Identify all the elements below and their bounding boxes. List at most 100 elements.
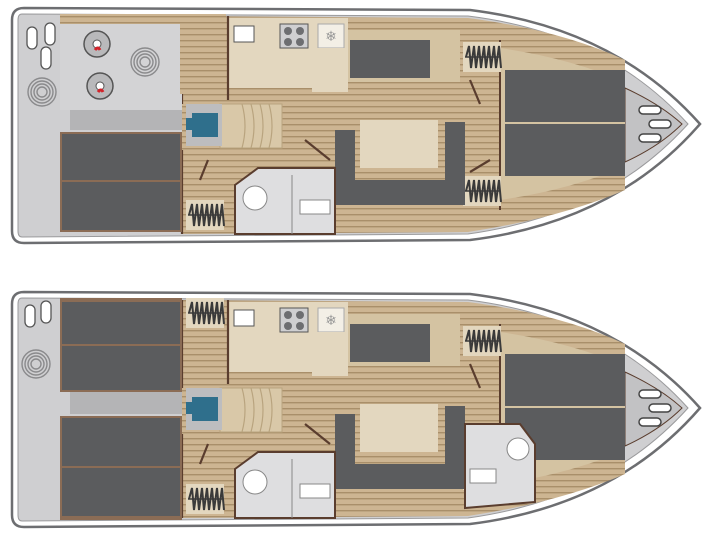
washbasin-icon <box>299 199 331 215</box>
forward-berth-starboard <box>505 124 625 176</box>
winch-ring <box>33 83 51 101</box>
burner <box>296 311 304 319</box>
cockpit-seat <box>180 14 226 94</box>
burner <box>296 27 304 35</box>
winch-ring <box>30 358 42 370</box>
saloon-table <box>360 120 438 168</box>
hanging-locker-icon <box>186 484 225 514</box>
forward-head <box>464 423 536 510</box>
hatch-icon <box>648 403 672 413</box>
winch-ring <box>27 77 57 107</box>
aft-corridor <box>70 108 182 130</box>
snowflake-glyph: ❄ <box>325 313 337 329</box>
stair-step <box>241 387 246 433</box>
aft-berth-port-2 <box>62 346 180 390</box>
fridge-icon: ❄ <box>317 23 345 49</box>
saloon-settee <box>335 122 465 205</box>
hanger-lines <box>465 329 502 353</box>
winch-ring <box>130 47 160 77</box>
winch-icon <box>130 47 160 77</box>
cockpit <box>60 14 182 110</box>
settee-port <box>350 324 430 362</box>
hanging-locker-icon <box>463 42 502 72</box>
winch-ring <box>139 56 151 68</box>
engine-mount <box>186 118 192 130</box>
toilet-bowl <box>242 185 268 211</box>
aft-corridor <box>70 392 182 414</box>
stair-step <box>259 387 264 433</box>
companionway-stairs <box>219 387 283 433</box>
hanging-locker-icon <box>463 176 502 206</box>
helm-wheel-icon <box>86 72 114 100</box>
winch-ring <box>136 53 154 71</box>
sink-icon <box>233 309 255 327</box>
stove <box>279 307 309 333</box>
stove <box>279 23 309 49</box>
stove-icon <box>279 23 309 49</box>
hatch-icon <box>648 119 672 129</box>
bulkhead <box>304 423 331 445</box>
hanger-lines <box>465 45 502 69</box>
deck-plan-2: ❄ <box>10 290 702 529</box>
washbasin-icon <box>299 483 331 499</box>
winch-ring <box>30 80 54 104</box>
sink-icon <box>233 25 255 43</box>
stair-step <box>259 103 264 149</box>
aft-berth-stbd-1 <box>62 418 180 466</box>
engine <box>192 397 218 421</box>
winch-ring <box>36 86 48 98</box>
hanger-lines <box>188 203 225 227</box>
bulkhead <box>469 159 491 173</box>
head-compartment <box>234 451 336 519</box>
stove-icon <box>279 307 309 333</box>
bulkhead <box>468 363 482 389</box>
engine-icon <box>186 388 222 430</box>
hanger-lines <box>188 301 225 325</box>
toilet-bowl <box>242 469 268 495</box>
settee-port <box>350 40 430 78</box>
stair-step <box>250 103 255 149</box>
winch-icon <box>21 349 51 379</box>
burner <box>284 311 292 319</box>
cockpit-teak <box>60 14 182 24</box>
bulkhead <box>304 139 331 161</box>
deck-plan-1: ❄ <box>10 6 702 245</box>
winch-ring <box>133 50 157 74</box>
aft-berth-stbd-2 <box>62 468 180 516</box>
hatch-icon <box>638 389 662 399</box>
winch-ring <box>24 352 48 376</box>
hatch-icon <box>24 304 36 328</box>
helm-wheel-icon <box>83 30 111 58</box>
companionway-stairs <box>219 103 283 149</box>
hanging-locker-icon <box>186 298 225 328</box>
hanging-locker-icon <box>186 200 225 230</box>
forward-berth-port <box>505 354 625 406</box>
helm-mark <box>93 46 102 51</box>
aft-berth-port-1 <box>62 302 180 344</box>
stair-step <box>250 387 255 433</box>
galley-side <box>312 332 348 376</box>
hanger-lines <box>465 179 502 203</box>
fridge-icon: ❄ <box>317 307 345 333</box>
hatch-icon <box>638 133 662 143</box>
burner <box>296 322 304 330</box>
winch-ring <box>27 355 45 373</box>
aft-berth-top <box>62 134 180 180</box>
saloon-table <box>360 404 438 452</box>
toilet-icon <box>506 437 530 461</box>
bulkhead <box>198 443 210 465</box>
hatch-icon <box>26 26 38 50</box>
engine <box>192 113 218 137</box>
engine-icon <box>186 104 222 146</box>
aft-berth-bottom <box>62 182 180 230</box>
hatch-icon <box>44 22 56 46</box>
toilet-icon <box>242 469 268 495</box>
hatch-icon <box>40 300 52 324</box>
snowflake-glyph: ❄ <box>325 29 337 45</box>
burner <box>284 38 292 46</box>
stair-step <box>268 103 273 149</box>
stair-step <box>241 103 246 149</box>
burner <box>284 322 292 330</box>
burner <box>284 27 292 35</box>
